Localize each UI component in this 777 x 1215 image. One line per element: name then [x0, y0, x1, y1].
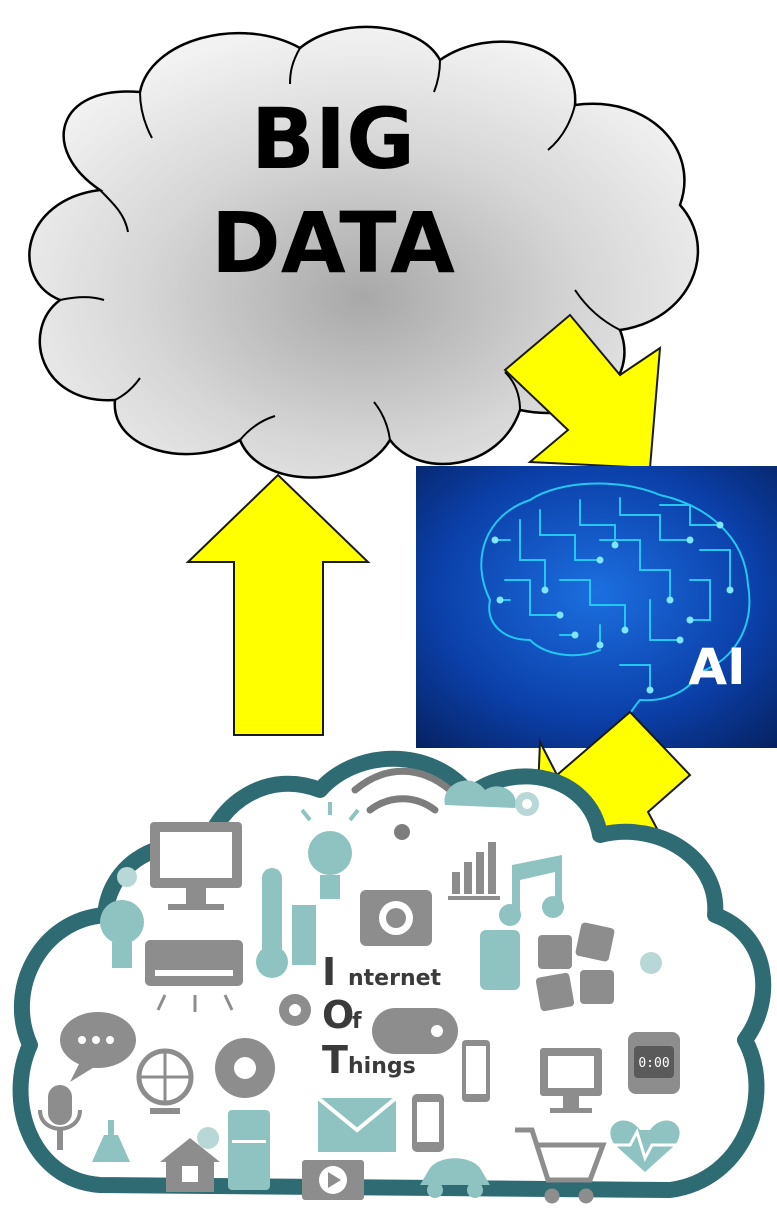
monitor-icon [150, 822, 242, 910]
gear-icon-small-right [640, 952, 662, 974]
lightbulb-icon-top [300, 802, 360, 899]
iot-of-rest: f [352, 1009, 362, 1034]
thermometer-icon [256, 868, 288, 978]
wifi-icon [351, 767, 454, 840]
arrow-iot-to-bigdata [185, 473, 371, 736]
big-data-label-line1: BIG [251, 90, 415, 188]
arrow-bigdata-to-ai [503, 313, 662, 470]
gear-icon-large [215, 1038, 275, 1098]
air-conditioner-icon [145, 940, 243, 1012]
bar-chart-icon [448, 842, 500, 900]
car-icon [420, 1158, 490, 1198]
gamepad-icon [372, 1008, 458, 1054]
circuit-brain-icon [480, 482, 751, 736]
tablet-icon [462, 1040, 490, 1102]
shopping-bag-icon [480, 930, 520, 990]
gear-icon-small-top [515, 792, 539, 816]
envelope-icon [316, 1096, 398, 1152]
smartwatch-time: 0:00 [638, 1056, 669, 1071]
microphone-icon [38, 1085, 82, 1150]
iot-internet-rest: nternet [348, 966, 442, 991]
iot-cloud: 0:00 [12, 750, 772, 1204]
globe-icon [136, 1048, 194, 1114]
gear-icon-small-left [117, 867, 137, 887]
iot-things-rest: hings [348, 1054, 416, 1079]
chat-bubble-icon [60, 1012, 136, 1082]
refrigerator-icon [228, 1110, 270, 1190]
smartwatch-icon: 0:00 [628, 1032, 680, 1094]
house-icon [160, 1138, 220, 1192]
iot-text: I nternet O f T hings [322, 950, 442, 1082]
heart-rate-icon [610, 1120, 680, 1172]
video-player-icon [302, 1160, 364, 1200]
circuit-nodes [491, 521, 734, 694]
iot-of-initial: O [322, 993, 354, 1037]
shopping-cart-icon [515, 1127, 607, 1204]
camera-icon [360, 890, 432, 946]
ai-panel: AI [416, 466, 777, 748]
music-note-icon [499, 855, 564, 926]
ai-label: AI [688, 638, 745, 696]
calculator-icon [535, 922, 615, 1012]
iot-internet-initial: I [322, 950, 336, 994]
gear-icon-medium [279, 994, 311, 1026]
big-data-label-line2: DATA [211, 194, 455, 292]
cloud-download-icon [444, 780, 516, 836]
gear-icon-small-bottom-left [197, 1127, 219, 1149]
lamp-icon [92, 1120, 130, 1162]
lightbulb-icon-left [100, 900, 144, 968]
desktop-icon [540, 1048, 602, 1113]
iot-things-initial: T [322, 1038, 348, 1082]
smartphone-icon [412, 1094, 444, 1152]
ruler-icon [292, 905, 316, 965]
